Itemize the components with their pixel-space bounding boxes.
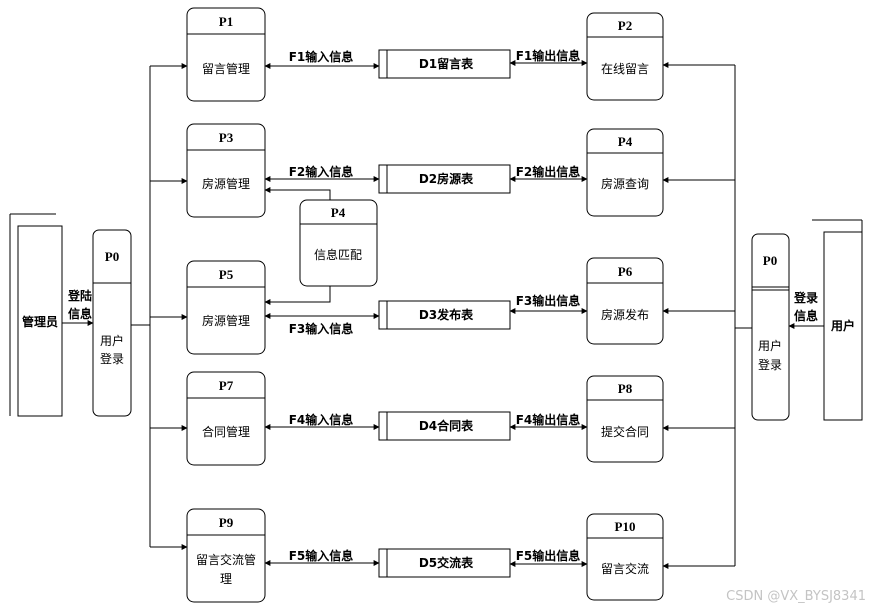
user-label: 用户: [830, 318, 855, 333]
process-p4-match-id: P4: [331, 205, 346, 220]
admin-login-flow-2: 信息: [68, 306, 92, 321]
process-p9-name-2: 理: [220, 572, 232, 586]
process-p3-id: P3: [219, 130, 234, 145]
output-flow-f1: F1输出信息: [516, 48, 581, 63]
admin-login-flow-1: 登陆: [67, 288, 92, 303]
datastore-d2-label: D2房源表: [419, 171, 474, 186]
process-p4-match: [299, 199, 378, 287]
process-p2-id: P2: [618, 18, 632, 33]
user-login-flow-1: 登录: [793, 290, 818, 305]
process-p5-name: 房源管理: [202, 313, 250, 328]
process-p4-query: [586, 128, 664, 217]
process-p8: [586, 375, 664, 463]
process-p2: [586, 12, 664, 101]
process-p8-name: 提交合同: [601, 424, 649, 439]
process-p7: [186, 371, 266, 466]
process-p2-name: 在线留言: [601, 62, 649, 76]
process-p10-name: 留言交流: [601, 561, 649, 576]
admin-entity: [9, 213, 63, 417]
watermark: CSDN @VX_BYSJ8341: [726, 589, 866, 604]
flow-lines: [62, 60, 824, 569]
process-p10: [586, 513, 664, 601]
input-flow-f4: F4输入信息: [289, 412, 354, 427]
output-flow-f5: F5输出信息: [516, 548, 581, 563]
process-p5-id: P5: [219, 267, 234, 282]
output-flow-f2: F2输出信息: [516, 164, 581, 179]
process-p1: [186, 7, 266, 102]
process-p3: [186, 123, 266, 218]
admin-login-id: P0: [105, 249, 119, 264]
process-p9-id: P9: [219, 515, 234, 530]
process-p4-query-name: 房源查询: [601, 176, 649, 191]
admin-login-name-1: 用户: [100, 333, 124, 348]
user-login-flow-2: 信息: [794, 308, 818, 323]
user-login-name-1: 用户: [758, 338, 782, 353]
output-flow-f3: F3输出信息: [516, 293, 581, 308]
user-login-id: P0: [763, 253, 777, 268]
datastore-d3-label: D3发布表: [419, 307, 474, 322]
datastore-d5-label: D5交流表: [419, 555, 474, 570]
input-flow-f2: F2输入信息: [289, 164, 354, 179]
datastore-d4-label: D4合同表: [419, 418, 474, 433]
process-p6: [586, 257, 664, 345]
process-p1-name: 留言管理: [202, 61, 250, 76]
datastore-d1-label: D1留言表: [419, 56, 474, 71]
admin-label: 管理员: [22, 314, 58, 329]
input-flow-f1: F1输入信息: [289, 49, 354, 64]
process-p6-name: 房源发布: [601, 307, 649, 322]
process-p1-id: P1: [219, 14, 233, 29]
process-p6-id: P6: [618, 264, 633, 279]
user-login-name-2: 登录: [758, 357, 782, 372]
process-p4-query-id: P4: [618, 134, 633, 149]
input-flow-f5: F5输入信息: [289, 548, 354, 563]
output-flow-f4: F4输出信息: [516, 412, 581, 427]
input-flow-f3: F3输入信息: [289, 321, 354, 336]
process-p5: [186, 260, 266, 355]
admin-login-name-2: 登录: [100, 351, 124, 366]
process-p8-id: P8: [618, 381, 633, 396]
process-p3-name: 房源管理: [202, 176, 250, 191]
process-p4-match-name: 信息匹配: [314, 247, 362, 262]
process-p7-id: P7: [219, 378, 234, 393]
process-p9-name-1: 留言交流管: [196, 552, 256, 567]
process-p10-id: P10: [615, 519, 636, 534]
process-p7-name: 合同管理: [202, 424, 250, 439]
process-p9: [186, 508, 266, 603]
